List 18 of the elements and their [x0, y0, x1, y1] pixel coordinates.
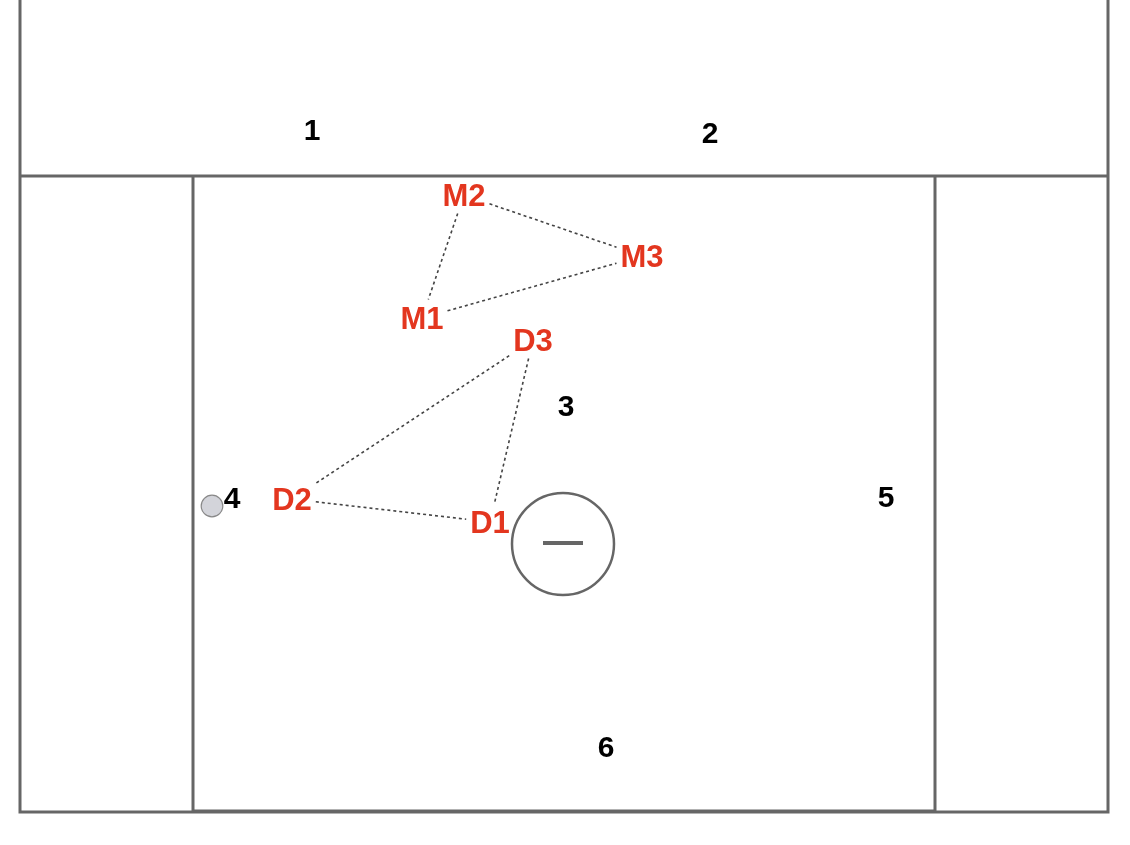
player-label: D1 — [466, 503, 514, 541]
dotted-line — [488, 203, 618, 248]
dotted-line — [427, 212, 459, 301]
player-label: M3 — [616, 237, 668, 275]
position-number: 1 — [303, 115, 321, 145]
player-label: D3 — [509, 321, 557, 359]
position-number: 4 — [223, 483, 241, 513]
player-label: M1 — [396, 299, 448, 337]
dotted-line — [315, 354, 510, 485]
dotted-line — [493, 357, 530, 505]
position-number: 6 — [597, 732, 615, 762]
player-label: M2 — [438, 176, 490, 214]
position-number: 2 — [701, 118, 719, 148]
dotted-line — [446, 262, 618, 312]
position-number: 5 — [877, 482, 895, 512]
position-number: 3 — [557, 391, 575, 421]
player-label: D2 — [268, 480, 316, 518]
dotted-line — [315, 501, 467, 520]
